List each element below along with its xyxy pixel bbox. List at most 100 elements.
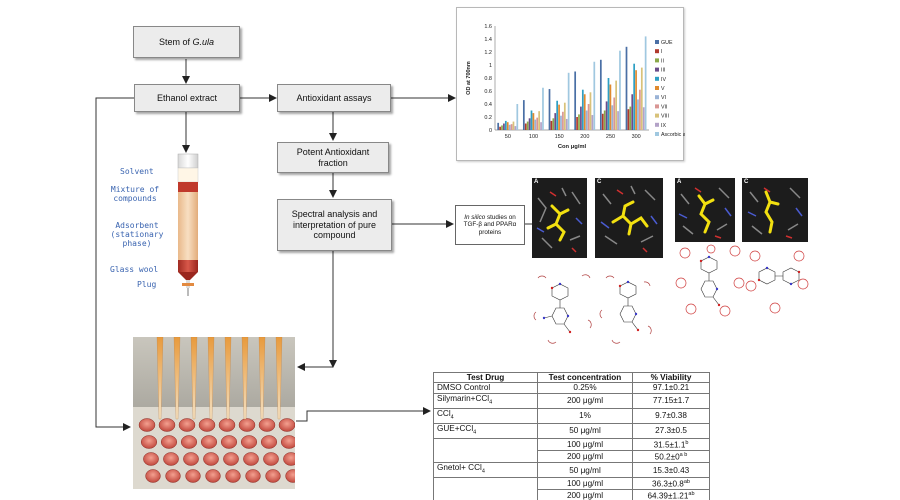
cell-drug [433,438,538,451]
plate-well [225,469,241,483]
plate-well [260,435,278,449]
bar [635,70,637,130]
bar [548,89,551,130]
ethanol-label: Ethanol extract [156,92,218,103]
legend-label: Ascorbic acid [661,132,685,138]
y-tick-label: 1 [489,63,492,69]
cell-viability-superscript: ab [683,479,690,486]
cell-viability: 97.1±0.21 [632,382,710,394]
plate-well [220,435,238,449]
cell-viability-superscript: a b [679,452,688,459]
plate-well [198,418,216,432]
cell-viability-text: 50.2±0 [654,452,680,462]
bar [563,102,566,130]
arrow-plate-to-table [296,407,431,422]
chromatography-column [177,153,199,296]
bar [605,101,608,130]
cell-viability-superscript: ab [688,491,695,498]
plate-well [203,452,219,466]
spectral-box: Spectral analysis and interpretation of … [277,199,392,251]
bar [510,124,513,130]
bar [530,110,533,130]
cell-viability: 27.3±0.5 [632,422,710,439]
plate-well [258,418,276,432]
bar [611,105,614,130]
plate-well [143,452,159,466]
cell-viability-text: 36.3±0.8 [652,480,684,490]
label-solvent: Solvent [120,167,154,176]
cell-drug: Gnetol+ CCl4 [433,462,538,479]
bar [558,104,560,130]
well-plate-photo [133,337,295,489]
bar [615,80,617,130]
docking-panel-2: C [595,178,663,258]
cell-viability-superscript: b [685,439,689,446]
cell-drug-text: CCl [437,408,451,418]
legend-label: V [661,86,665,92]
y-axis-label: OD at 700nm [466,61,472,95]
bar [617,111,619,130]
bar [633,63,636,131]
plate-well [180,435,198,449]
bar [581,89,584,130]
plate-well [283,452,295,466]
legend-label: III [661,68,665,74]
plate-well [205,469,221,483]
bar [554,113,557,130]
interaction-map-3 [675,244,745,317]
cell-concentration: 100 μg/ml [537,437,633,452]
bar [542,87,544,130]
cell-drug: CCl4 [433,407,538,424]
label-plug: Plug [137,280,157,289]
legend-swatch [655,67,659,72]
spectral-label: Spectral analysis and interpretation of … [291,209,378,241]
cell-drug [433,477,538,490]
bar [512,121,515,130]
cell-concentration: 200 μg/ml [537,489,633,500]
pipette-tip [258,337,266,420]
cell-concentration: 200 μg/ml [537,392,633,409]
plate-well [163,452,179,466]
bar [639,89,641,130]
cell-viability-text: 77.15±1.7 [652,396,690,406]
cell-viability: 77.15±1.7 [632,392,710,409]
plate-well [218,418,236,432]
docking-panel-3: A [675,178,735,242]
y-tick-label: 0.6 [484,89,492,95]
legend-swatch [655,49,659,54]
docking-panel-4: C [742,178,808,242]
bar [552,118,555,130]
plate-well [265,469,281,483]
plate-well [263,452,279,466]
plate-well [178,418,196,432]
bar [644,36,647,130]
bar [629,106,632,130]
bar [619,50,621,131]
plate-well [243,452,259,466]
cell-drug-subscript: 4 [489,399,493,406]
cell-concentration: 100 μg/ml [537,477,633,491]
docking-letter-3: A [677,179,682,185]
x-tick-label: 300 [632,134,641,140]
bar [524,123,527,130]
bar [501,125,503,130]
plate-well [245,469,261,483]
cell-viability: 31.5±1.1b [632,437,710,452]
bar [528,118,531,130]
viability-table: Test Drug Test concentration % Viability… [433,371,710,500]
plate-well [165,469,181,483]
x-tick-label: 150 [555,134,564,140]
cell-drug: DMSO Control [433,382,538,394]
cell-drug: GUE+CCl4 [433,422,538,439]
pipette-tip [156,337,164,420]
insilico-box: In silico studies on TGF-β and PPARα pro… [455,205,525,245]
potent-label: Potent Antioxidant fraction [296,147,370,168]
header-test-drug: Test Drug [433,371,538,384]
assays-box: Antioxidant assays [277,84,391,112]
pipette-tip [207,337,215,420]
bar [560,115,562,130]
bar [574,71,577,130]
